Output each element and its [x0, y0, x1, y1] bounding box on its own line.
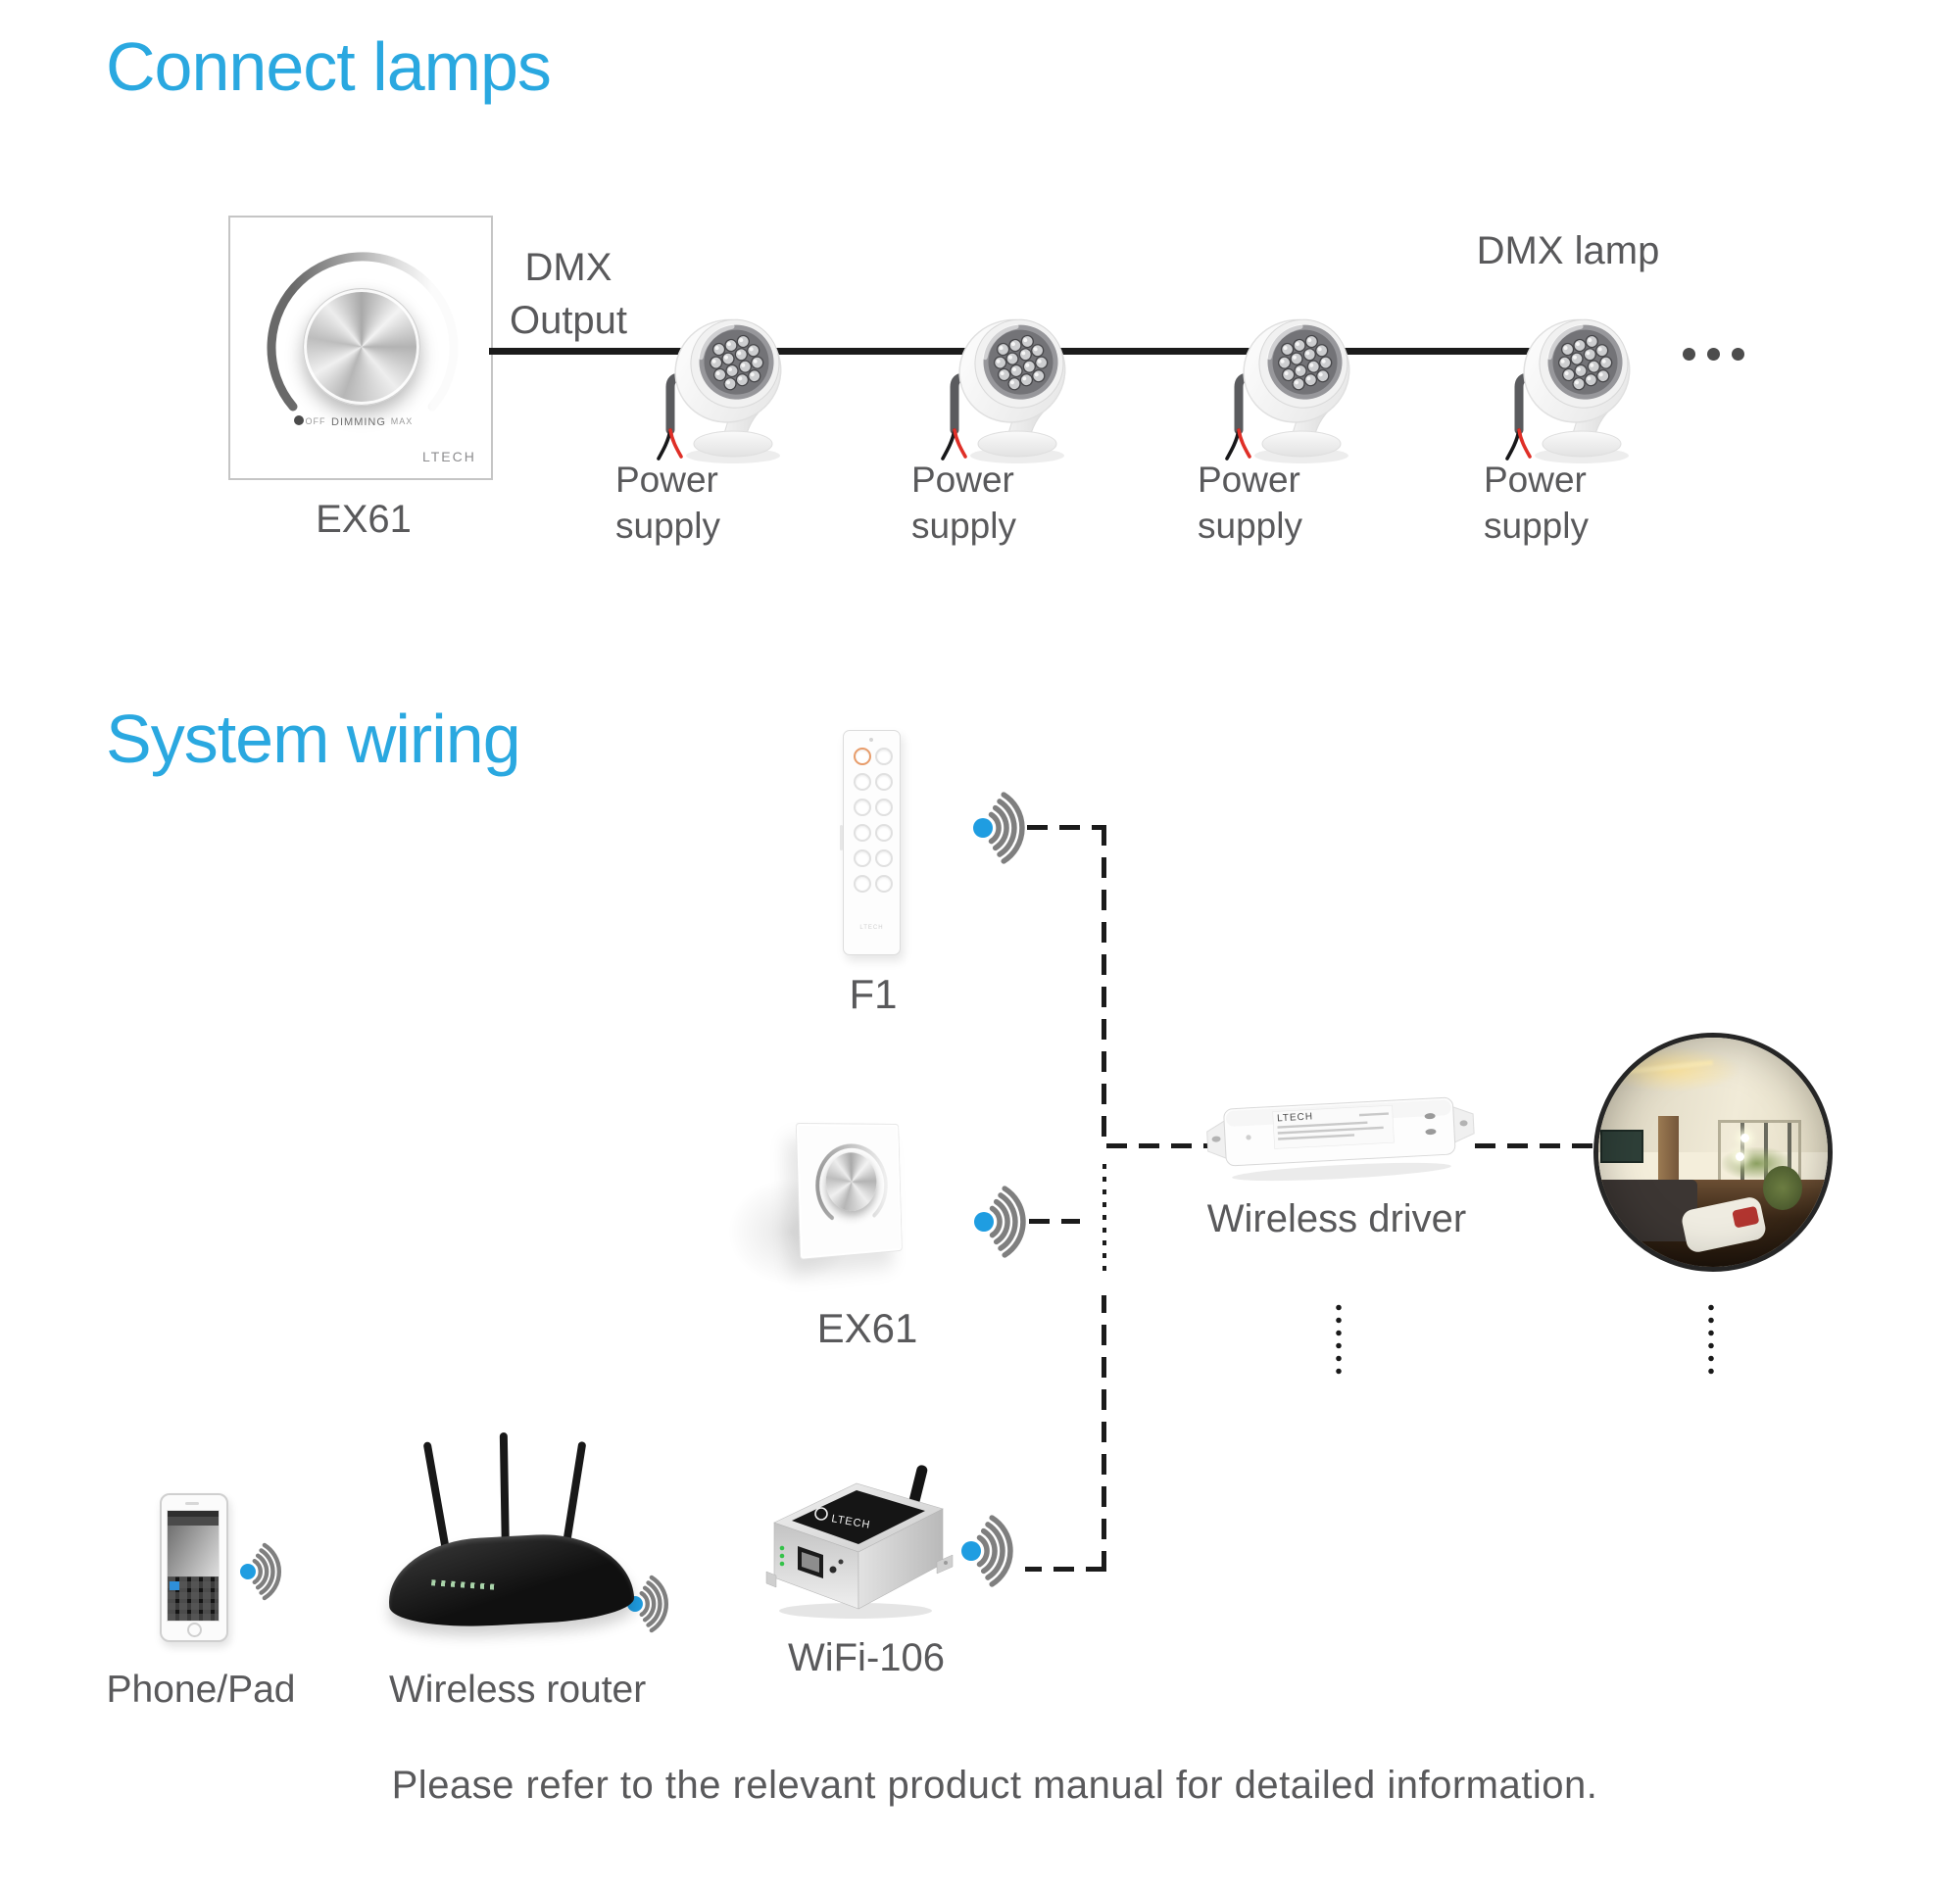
dashed-link-wifi106	[1025, 1567, 1106, 1572]
wireless-driver-caption: Wireless driver	[1206, 1197, 1467, 1240]
wifi-signal-icon-f1	[973, 789, 1046, 872]
dotted-continuation-driver	[1336, 1301, 1342, 1376]
wifi-signal-icon-wifi106	[961, 1512, 1034, 1595]
dashed-bus-vertical-lower	[1102, 1295, 1106, 1572]
dimming-knob-icon	[303, 288, 420, 406]
dmx-lamp-4	[1484, 297, 1660, 478]
dmx-output-label: DMX Output	[509, 246, 628, 342]
ex61-panel-3d	[727, 1119, 941, 1305]
phone-screen	[167, 1510, 220, 1622]
power-wire-black	[657, 428, 672, 461]
ex61-panel-caption: EX61	[316, 498, 412, 541]
panel-max-label: MAX	[390, 416, 414, 426]
ex61-wall-panel: OFF DIMMING MAX LTECH	[228, 216, 493, 480]
wifi-106-device: LTECH	[762, 1462, 958, 1624]
router-caption: Wireless router	[389, 1669, 647, 1711]
dotted-continuation-room	[1708, 1301, 1714, 1376]
dmx-lamp-2	[919, 297, 1096, 478]
ex61-caption: EX61	[816, 1305, 918, 1351]
f1-remote: LTECH	[840, 730, 901, 955]
wireless-router-device	[382, 1431, 647, 1638]
router-led-strip	[431, 1579, 497, 1590]
dimming-arc	[267, 252, 459, 425]
dashed-link-driver-left	[1106, 1143, 1212, 1148]
panel-dimming-label: DIMMING	[331, 416, 386, 428]
wifi106-caption: WiFi-106	[787, 1636, 946, 1679]
room-scene-photo	[1593, 1033, 1833, 1272]
power-wire-red	[668, 428, 683, 459]
connect-lamps-title: Connect lamps	[106, 28, 552, 105]
panel-off-label: OFF	[305, 416, 326, 426]
led-array-icon	[709, 334, 764, 391]
dashed-bus-vertical-upper	[1102, 825, 1106, 1148]
dmx-lamp-label: DMX lamp	[1476, 229, 1660, 272]
power-supply-label-1: Power supply	[615, 460, 720, 546]
power-supply-label-4: Power supply	[1484, 460, 1589, 546]
dotted-bus-vertical-mid	[1102, 1164, 1106, 1276]
system-wiring-title: System wiring	[106, 701, 521, 777]
wifi-signal-icon-ex61	[974, 1183, 1047, 1266]
wireless-driver-device: LTECH	[1198, 1074, 1482, 1196]
ltech-logo: LTECH	[422, 449, 476, 464]
phone-caption: Phone/Pad	[106, 1669, 296, 1711]
antenna-icon	[422, 1441, 451, 1557]
driver-brand-text: LTECH	[1277, 1111, 1314, 1124]
phone-device	[160, 1493, 228, 1642]
footer-note: Please refer to the relevant product man…	[391, 1764, 1598, 1807]
f1-caption: F1	[849, 971, 898, 1017]
dashed-link-f1	[1027, 825, 1104, 830]
power-supply-label-3: Power supply	[1198, 460, 1302, 546]
dmx-lamp-1	[635, 297, 811, 478]
wifi-signal-icon-phone	[240, 1540, 298, 1608]
power-supply-label-2: Power supply	[911, 460, 1016, 546]
dashed-link-driver-room	[1475, 1143, 1594, 1148]
dashed-link-ex61	[1029, 1219, 1080, 1224]
dmx-lamp-3	[1203, 297, 1380, 478]
home-button-icon	[187, 1623, 202, 1637]
